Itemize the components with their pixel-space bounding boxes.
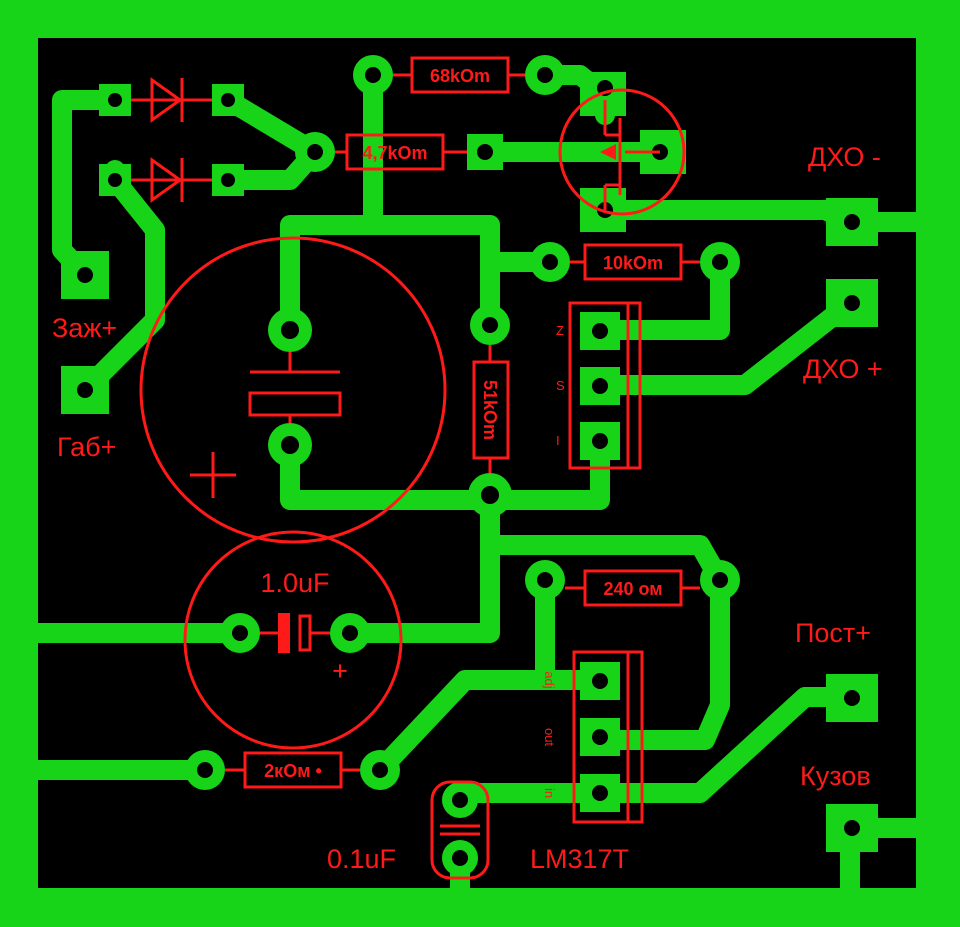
lm317-pin-out: out <box>542 728 557 746</box>
resistor-51k-label: 51kOm <box>480 380 500 440</box>
text-labels: Заж+ Габ+ ДХО - ДХО + Пост+ Кузов 0.1uF … <box>52 142 883 874</box>
label-dho-plus: ДХО + <box>803 354 883 384</box>
to92-pin-i: I <box>556 433 560 448</box>
diode-2 <box>131 157 212 203</box>
label-post: Пост+ <box>795 618 871 648</box>
resistor-51k: 51kOm <box>472 345 510 473</box>
resistor-10k-label: 10kOm <box>603 253 663 273</box>
resistor-4-7k: 4,7kOm <box>335 133 467 171</box>
to92-pin-z: Z <box>556 323 564 338</box>
resistor-68k-label: 68kOm <box>430 66 490 86</box>
capacitor-1uf-plus: + <box>332 656 348 686</box>
diode-1 <box>131 77 212 123</box>
label-lm317: LM317T <box>530 844 629 874</box>
resistor-10k: 10kOm <box>570 243 700 281</box>
resistor-2k-label: 2кОм • <box>264 761 322 781</box>
capacitor-0-1uf <box>430 780 490 880</box>
lm317-outline: adj out in <box>542 650 644 824</box>
label-0-1uf: 0.1uF <box>327 844 396 874</box>
lm317-pin-in: in <box>542 788 557 798</box>
electrolytic-capacitor <box>139 236 447 544</box>
resistor-240: 240 ом <box>565 569 700 607</box>
label-dho-minus: ДХО - <box>808 142 881 172</box>
lm317-pin-adj: adj <box>542 671 557 688</box>
label-kuzov: Кузов <box>800 761 871 791</box>
to92-pin-s: S <box>556 378 565 393</box>
capacitor-1uf: 1.0uF + <box>183 530 403 750</box>
resistor-4-7k-label: 4,7kOm <box>362 143 427 163</box>
to92-outline: Z S I <box>556 301 642 470</box>
resistor-2k: 2кОм • <box>225 751 360 789</box>
copper-pads <box>61 55 878 876</box>
resistor-68k: 68kOm <box>393 56 525 94</box>
label-gab: Габ+ <box>57 432 116 462</box>
capacitor-1uf-label: 1.0uF <box>260 568 329 598</box>
resistor-240-label: 240 ом <box>603 579 662 599</box>
label-zazh: Заж+ <box>52 313 117 343</box>
mosfet-outline <box>558 88 686 216</box>
